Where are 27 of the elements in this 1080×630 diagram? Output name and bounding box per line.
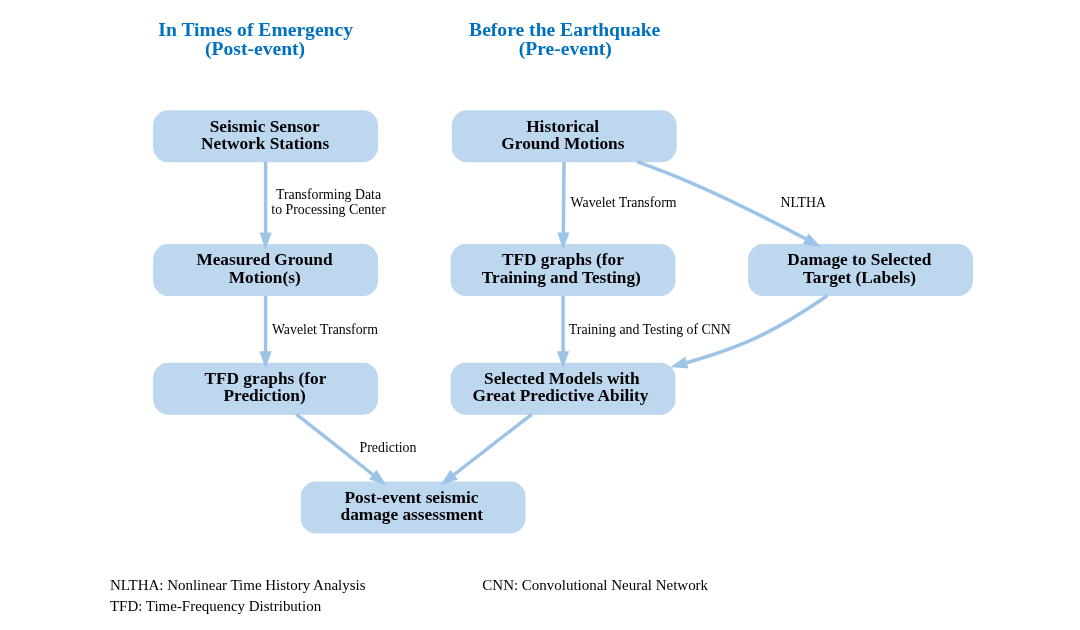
node-box: TFD graphs (for Prediction)	[153, 362, 378, 415]
node-box: Damage to Selected Target (Labels)	[748, 244, 973, 296]
arrow	[557, 161, 570, 250]
node-box: Selected Models with Great Predictive Ability	[450, 362, 676, 415]
label: Before the Earthquake (Pre-event)	[469, 18, 661, 60]
edge-label: Prediction	[359, 440, 417, 456]
edge-label: Training and Testing of CNN	[568, 321, 731, 337]
node-box: Historical Ground Motions	[451, 110, 677, 163]
arrow	[670, 294, 829, 369]
edge-label: Wavelet Transform	[570, 195, 677, 211]
edge-label: NLTHA	[780, 195, 826, 211]
arrow	[557, 295, 570, 369]
arrow	[636, 160, 821, 248]
edge-label: Transforming Data to Processing Center	[271, 187, 386, 218]
node-box: Seismic Sensor Network Stations	[153, 110, 378, 163]
arrow	[259, 161, 272, 250]
label: CNN: Convolutional Neural Network	[482, 576, 709, 593]
label: In Times of Emergency (Post-event)	[158, 18, 353, 60]
node-box: Measured Ground Motion(s)	[153, 244, 378, 296]
arrow	[259, 295, 272, 369]
edge-label: Wavelet Transform	[271, 321, 378, 337]
arrow	[440, 413, 533, 486]
arrow	[295, 413, 387, 486]
label: TFD: Time-Frequency Distribution	[109, 597, 322, 614]
node-box: Post-event seismic damage assessment	[300, 481, 526, 534]
label: NLTHA: Nonlinear Time History Analysis	[109, 576, 366, 593]
node-box: TFD graphs (for Training and Testing)	[450, 244, 676, 296]
